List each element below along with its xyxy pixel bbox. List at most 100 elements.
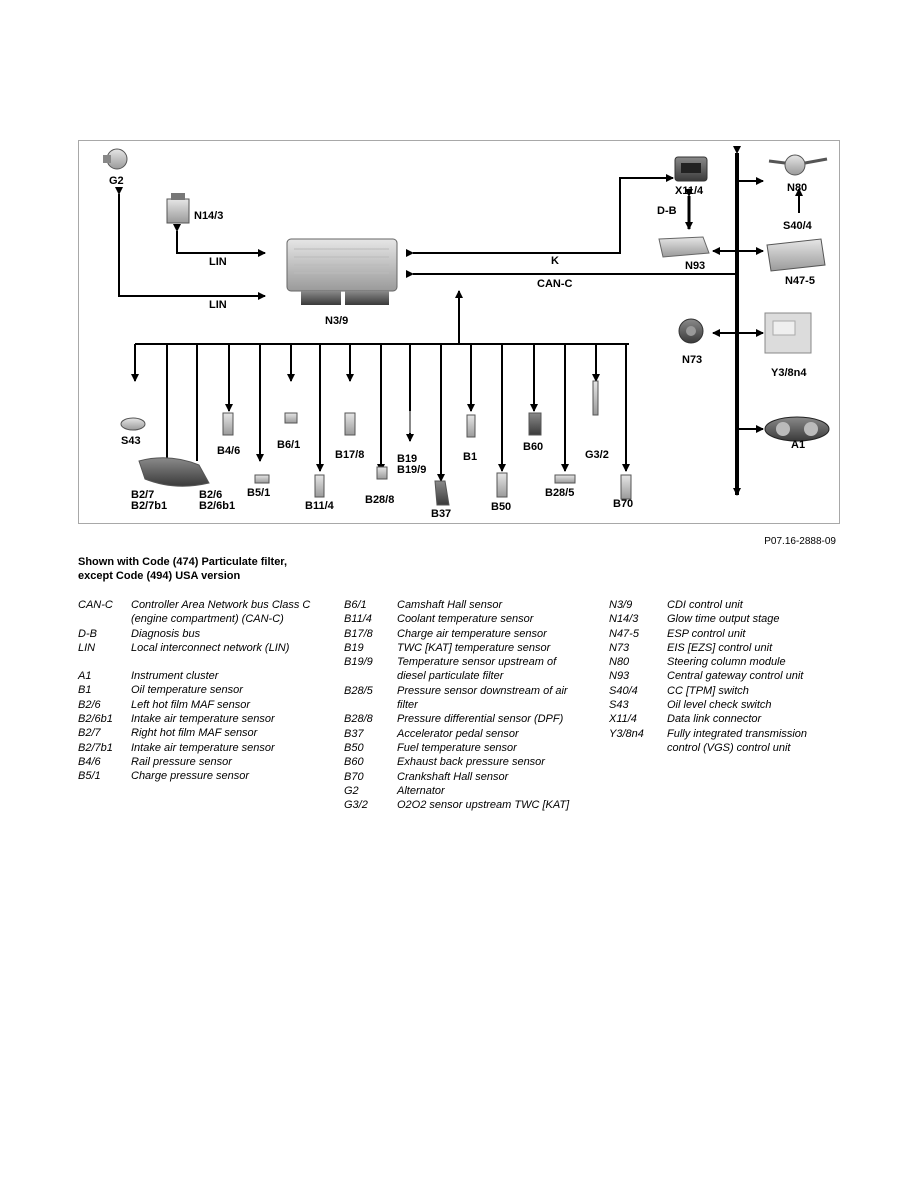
label-b2-6b1: B2/6b1 [199,500,235,512]
legend-row: N93 Central gateway control unit [609,669,831,683]
legend-row: B70 Crankshaft Hall sensor [344,770,574,784]
legend-desc: Accelerator pedal sensor [397,727,519,740]
legend-desc: Instrument cluster [131,670,219,683]
legend-row: B2/6b1 Intake air temperature sensor [78,712,318,726]
legend-desc: Camshaft Hall sensor [397,599,503,611]
legend-code: B2/6 [78,698,101,711]
label-b60: B60 [523,441,543,453]
legend-desc: Intake air temperature sensor [131,713,275,726]
legend-desc: Charge pressure sensor [131,770,250,783]
legend-row: N80 Steering column module [609,655,831,669]
legend-code: G2 [344,784,359,797]
label-g3-2: G3/2 [585,449,609,461]
label-b2-6: B2/6 [199,489,222,501]
legend-code: B1 [78,684,92,697]
legend-desc: ESP control unit [667,627,746,640]
legend-desc: Diagnosis bus [131,627,201,640]
label-k: K [551,255,559,267]
legend-desc: Data link connector [667,713,762,726]
legend-desc: Coolant temperature sensor [397,613,534,626]
legend-code: B50 [344,741,364,754]
legend-desc: Right hot film MAF sensor [131,727,258,740]
label-a1: A1 [791,439,805,451]
label-x11-4: X11/4 [675,185,704,197]
legend-code: B6/1 [344,599,367,611]
cdi-control-unit-image [286,238,398,305]
legend-row: G2 Alternator [344,784,574,798]
legend-row: B6/1 Camshaft Hall sensor [344,598,574,612]
legend-desc: Oil level check switch [667,699,772,712]
legend-code: B2/6b1 [78,713,113,726]
label-n80: N80 [787,182,807,194]
legend-desc: TWC [KAT] temperature sensor [397,641,551,654]
legend-code: B11/4 [344,613,372,626]
eis-control-unit-image [678,318,704,344]
label-b70: B70 [613,498,633,510]
legend-row: S43 Oil level check switch [609,698,831,712]
legend-row: N47-5 ESP control unit [609,627,831,641]
legend-code: B70 [344,770,364,783]
legend-code: S40/4 [609,684,638,697]
label-n47-5: N47-5 [785,275,815,287]
legend-column-2: B6/1 Camshaft Hall sensor B11/4 Coolant … [344,598,574,812]
legend-code: N73 [609,641,630,654]
vgs-control-unit-image [764,312,812,354]
legend-code: B5/1 [78,770,101,783]
legend-code: B17/8 [344,627,373,640]
data-link-connector-image [674,156,708,182]
sensor-images [120,380,632,506]
diagram-canvas: G2 N14/3 LIN LIN N3/9 K CAN-C X11/4 D-B … [103,146,830,520]
legend-desc: O2O2 sensor upstream TWC [KAT] [397,799,570,812]
legend-row: B19/9 Temperature sensor upstream of die… [344,655,574,684]
label-n73: N73 [682,354,702,366]
legend-code: B28/8 [344,713,373,726]
alternator-image [103,148,128,170]
legend-code: N93 [609,670,630,683]
label-b4-6: B4/6 [217,445,240,457]
legend-column-1: CAN-C Controller Area Network bus Class … [78,598,318,784]
component-labels: G2 N14/3 LIN LIN N3/9 K CAN-C X11/4 D-B … [109,175,815,520]
instrument-cluster-image [764,416,830,442]
legend-desc: Left hot film MAF sensor [131,698,251,711]
legend-desc: Charge air temperature sensor [397,627,547,640]
k-line [406,174,674,257]
lin-line-g2 [115,187,266,300]
legend-code: Y3/8n4 [609,727,644,740]
legend-desc: CDI control unit [667,599,743,611]
legend-row: A1 Instrument cluster [78,669,318,683]
legend-row: B4/6 Rail pressure sensor [78,755,318,769]
legend-desc: Controller Area Network bus Class C (eng… [131,599,311,626]
legend-row: G3/2 O2O2 sensor upstream TWC [KAT] [344,798,574,812]
legend-code: N80 [609,656,630,669]
legend-code: N14/3 [609,613,639,626]
legend-code: B19/9 [344,656,373,669]
legend-row: D-B Diagnosis bus [78,627,318,641]
legend-desc: Oil temperature sensor [131,684,243,697]
legend-row: X11/4 Data link connector [609,712,831,726]
legend-desc: Alternator [397,784,445,797]
label-s43: S43 [121,435,141,447]
steering-column-module-image [768,154,828,176]
label-b5-1: B5/1 [247,487,270,499]
legend-row: N14/3 Glow time output stage [609,612,831,626]
legend-code: B19 [344,641,364,654]
legend-desc: Pressure sensor downstream of air filter [397,684,568,712]
legend-row: B28/8 Pressure differential sensor (DPF) [344,712,574,726]
legend-code: B2/7b1 [78,741,113,754]
legend-row: B2/7 Right hot film MAF sensor [78,726,318,740]
legend-code: G3/2 [344,799,368,812]
label-b17-8: B17/8 [335,449,364,461]
legend-row: B1 Oil temperature sensor [78,683,318,697]
label-b37: B37 [431,508,451,520]
legend-row: B28/5 Pressure sensor downstream of air … [344,684,574,713]
legend-desc: Crankshaft Hall sensor [397,770,509,783]
legend-code: B2/7 [78,727,101,740]
legend-row: B37 Accelerator pedal sensor [344,727,574,741]
legend-desc: Steering column module [667,656,786,669]
legend-code: A1 [78,670,92,683]
label-s40-4: S40/4 [783,220,813,232]
label-b50: B50 [491,501,511,513]
legend-row: B19 TWC [KAT] temperature sensor [344,641,574,655]
legend-row: B17/8 Charge air temperature sensor [344,627,574,641]
esp-control-unit-image [766,238,826,272]
